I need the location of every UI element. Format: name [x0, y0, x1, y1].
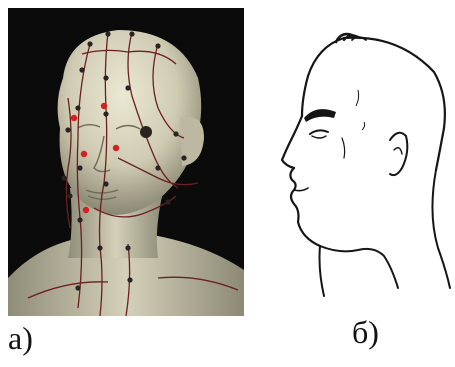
acupuncture-head-illustration: [8, 8, 244, 316]
caption-panel-a: а): [8, 322, 33, 354]
figure-panel-a: [8, 8, 244, 316]
profile-head-drawing: [258, 18, 455, 318]
caption-panel-b: б): [352, 316, 379, 348]
figure-panel-b: [258, 18, 455, 318]
